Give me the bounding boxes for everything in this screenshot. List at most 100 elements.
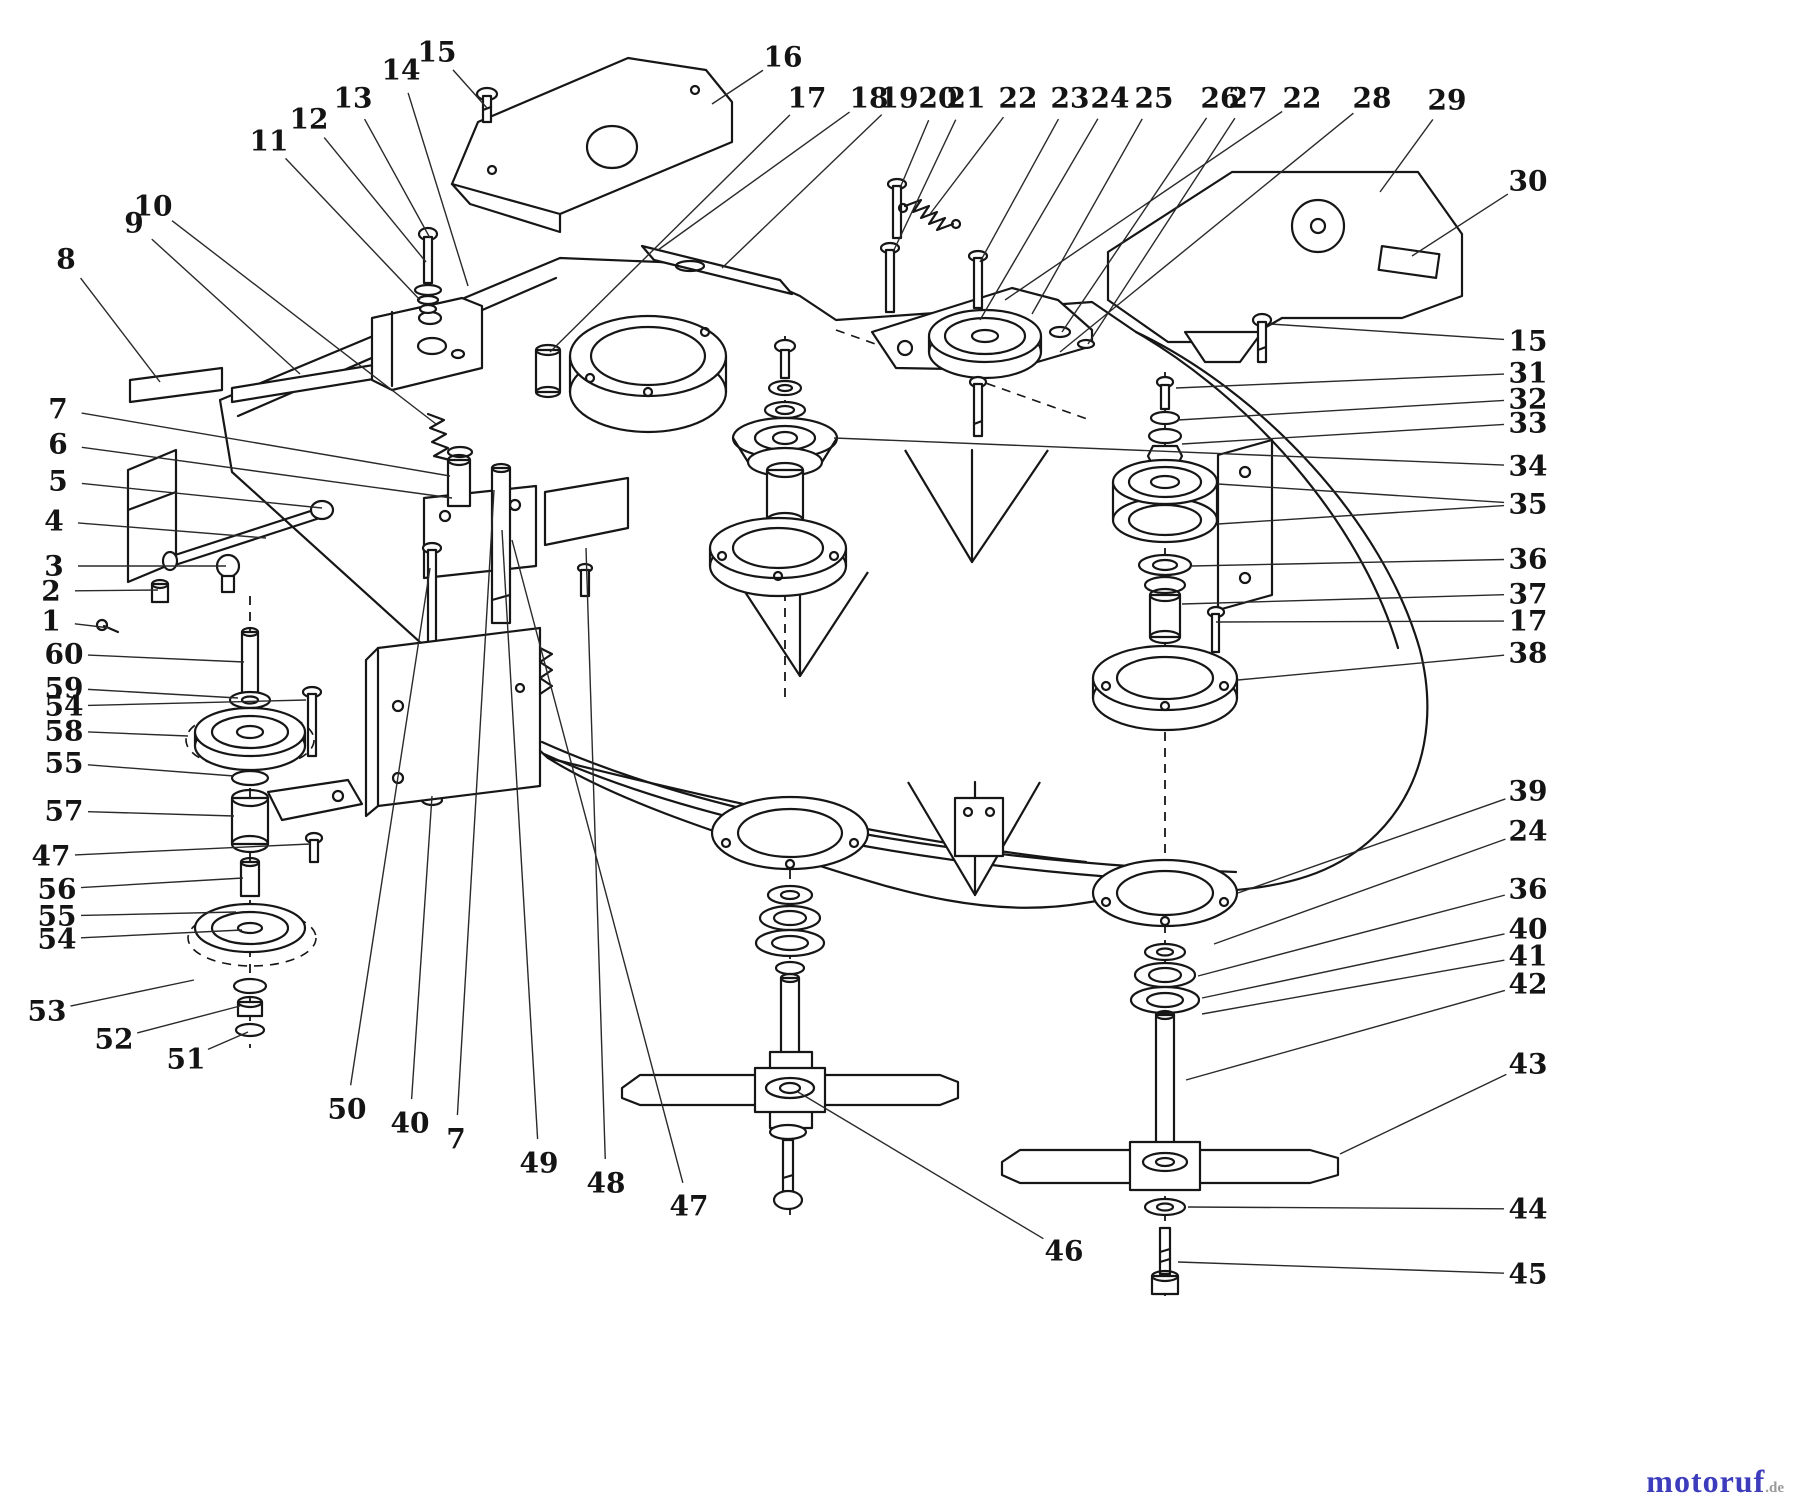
- callout-23: 23: [1051, 82, 1090, 115]
- callout-10: 10: [134, 190, 173, 223]
- leader-line-24: [979, 118, 1099, 321]
- callout-48: 48: [587, 1167, 626, 1200]
- callout-55: 55: [45, 747, 84, 780]
- leader-line-31: [1175, 373, 1505, 389]
- callout-32: 32: [1509, 383, 1548, 416]
- leader-line-9: [151, 238, 301, 375]
- blade-shaft-right: [1154, 1013, 1176, 1157]
- idler-assembly: [870, 177, 1096, 438]
- callout-12: 12: [290, 103, 329, 136]
- leader-line-21: [892, 119, 957, 253]
- leader-line-53: [70, 979, 195, 1007]
- leader-line-36: [1191, 558, 1505, 567]
- leader-line-8: [80, 277, 161, 383]
- leader-line-13: [363, 118, 431, 239]
- callout-47: 47: [670, 1190, 709, 1223]
- callout-60: 60: [45, 638, 84, 671]
- bracket-plate: [422, 484, 538, 580]
- nut-52: [236, 1000, 264, 1018]
- callout-46: 46: [1045, 1235, 1084, 1268]
- callout-21: 21: [947, 82, 986, 115]
- cotter-pin: [95, 618, 109, 632]
- leader-line-47: [511, 539, 684, 1183]
- callout-26: 26: [1201, 82, 1240, 115]
- callout-22: 22: [999, 82, 1038, 115]
- callout-36: 36: [1509, 543, 1548, 576]
- cover-bolt-15: [475, 86, 499, 124]
- leader-line-27: [1087, 117, 1236, 345]
- callout-38: 38: [1509, 637, 1548, 670]
- leader-line-47: [74, 843, 311, 856]
- leader-line-35: [1217, 483, 1505, 504]
- callout-19: 19: [880, 82, 919, 115]
- leader-line-54: [80, 929, 243, 939]
- leader-line-23: [979, 118, 1060, 263]
- bottom-flange: [710, 795, 870, 871]
- callout-1: 1: [41, 605, 60, 638]
- callout-30: 30: [1509, 165, 1548, 198]
- leader-line-22: [929, 116, 1005, 215]
- callout-55: 55: [38, 900, 77, 933]
- leader-line-37: [1181, 593, 1505, 605]
- leader-line-17: [1215, 620, 1505, 623]
- callout-53: 53: [28, 995, 67, 1028]
- watermark-tld: .de: [1765, 1480, 1784, 1496]
- leader-line-4: [77, 522, 267, 539]
- callout-20: 20: [919, 82, 958, 115]
- watermark-brand: motoruf: [1646, 1463, 1766, 1499]
- callout-14: 14: [382, 54, 421, 87]
- callout-7: 7: [48, 393, 67, 426]
- callout-9: 9: [124, 207, 143, 240]
- leader-line-2: [74, 589, 159, 592]
- leader-line-11: [285, 157, 421, 301]
- callout-36: 36: [1509, 873, 1548, 906]
- right-belt-cover: [1106, 170, 1464, 364]
- cover-decal: [1377, 244, 1441, 280]
- callout-31: 31: [1509, 357, 1548, 390]
- leader-line-57: [87, 811, 235, 817]
- leader-line-7: [456, 489, 495, 1116]
- leader-line-14: [407, 92, 469, 287]
- callout-39: 39: [1509, 775, 1548, 808]
- callout-7: 7: [446, 1123, 465, 1156]
- leader-line-22: [1004, 110, 1283, 301]
- callout-40: 40: [1509, 913, 1548, 946]
- leader-line-1: [74, 623, 111, 629]
- leader-line-56: [80, 877, 244, 889]
- spindle-shaft-tube: [765, 468, 805, 522]
- post-6: [446, 458, 472, 508]
- leader-line-6: [81, 446, 453, 499]
- leader-line-33: [1181, 423, 1505, 445]
- leader-line-20: [899, 119, 930, 189]
- link-plate: [640, 244, 794, 296]
- callout-54: 54: [38, 923, 77, 956]
- callout-58: 58: [45, 715, 84, 748]
- callout-22: 22: [1283, 82, 1322, 115]
- callout-57: 57: [45, 795, 84, 828]
- deck-baffles: [731, 448, 1049, 897]
- leader-line-41: [1201, 959, 1505, 1015]
- leader-line-55: [87, 764, 235, 777]
- callout-6: 6: [48, 428, 67, 461]
- spring-and-spacer: [426, 343, 562, 462]
- spindle-bracket: [1216, 438, 1274, 612]
- leader-line-46: [797, 1091, 1044, 1240]
- leader-line-25: [1031, 118, 1143, 315]
- callout-47: 47: [32, 840, 71, 873]
- leader-line-12: [323, 137, 427, 263]
- bearing: [1143, 575, 1187, 595]
- leader-line-38: [1237, 654, 1505, 681]
- leader-line-42: [1185, 989, 1506, 1081]
- callout-3: 3: [44, 550, 63, 583]
- leader-line-17: [549, 114, 791, 353]
- blade-bolt: [781, 1138, 795, 1194]
- leader-line-16: [711, 69, 764, 105]
- callout-24: 24: [1509, 815, 1548, 848]
- callout-40: 40: [391, 1107, 430, 1140]
- leader-line-40: [410, 795, 433, 1100]
- leader-line-34: [833, 437, 1505, 466]
- leader-line-55: [80, 911, 237, 917]
